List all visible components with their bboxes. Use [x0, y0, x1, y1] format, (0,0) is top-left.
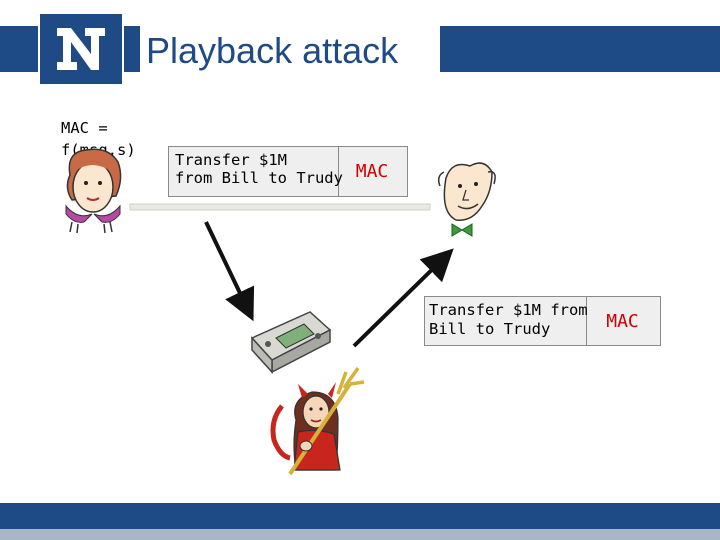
message-body: Transfer $1M from Bill to Trudy [169, 147, 343, 196]
bob-figure-icon [437, 162, 496, 237]
n-logo-icon [57, 28, 105, 70]
intercept-arrow [204, 221, 255, 322]
slide-title: Playback attack [140, 26, 440, 72]
channel-line [129, 203, 431, 211]
message-mac: MAC [355, 161, 389, 182]
university-logo [38, 12, 124, 86]
footer-strip [0, 529, 720, 540]
footer-bar [0, 503, 720, 529]
trudy-figure-icon [270, 366, 365, 476]
recorder-device-icon [250, 311, 332, 374]
message-box-replayed: Transfer $1M from Bill to Trudy MAC [424, 296, 661, 346]
message-body: Transfer $1M from Bill to Trudy [425, 297, 588, 345]
replay-arrow [352, 248, 454, 348]
alice-figure-icon [65, 148, 122, 234]
message-box-original: Transfer $1M from Bill to Trudy MAC [168, 146, 408, 197]
message-mac: MAC [606, 310, 639, 332]
